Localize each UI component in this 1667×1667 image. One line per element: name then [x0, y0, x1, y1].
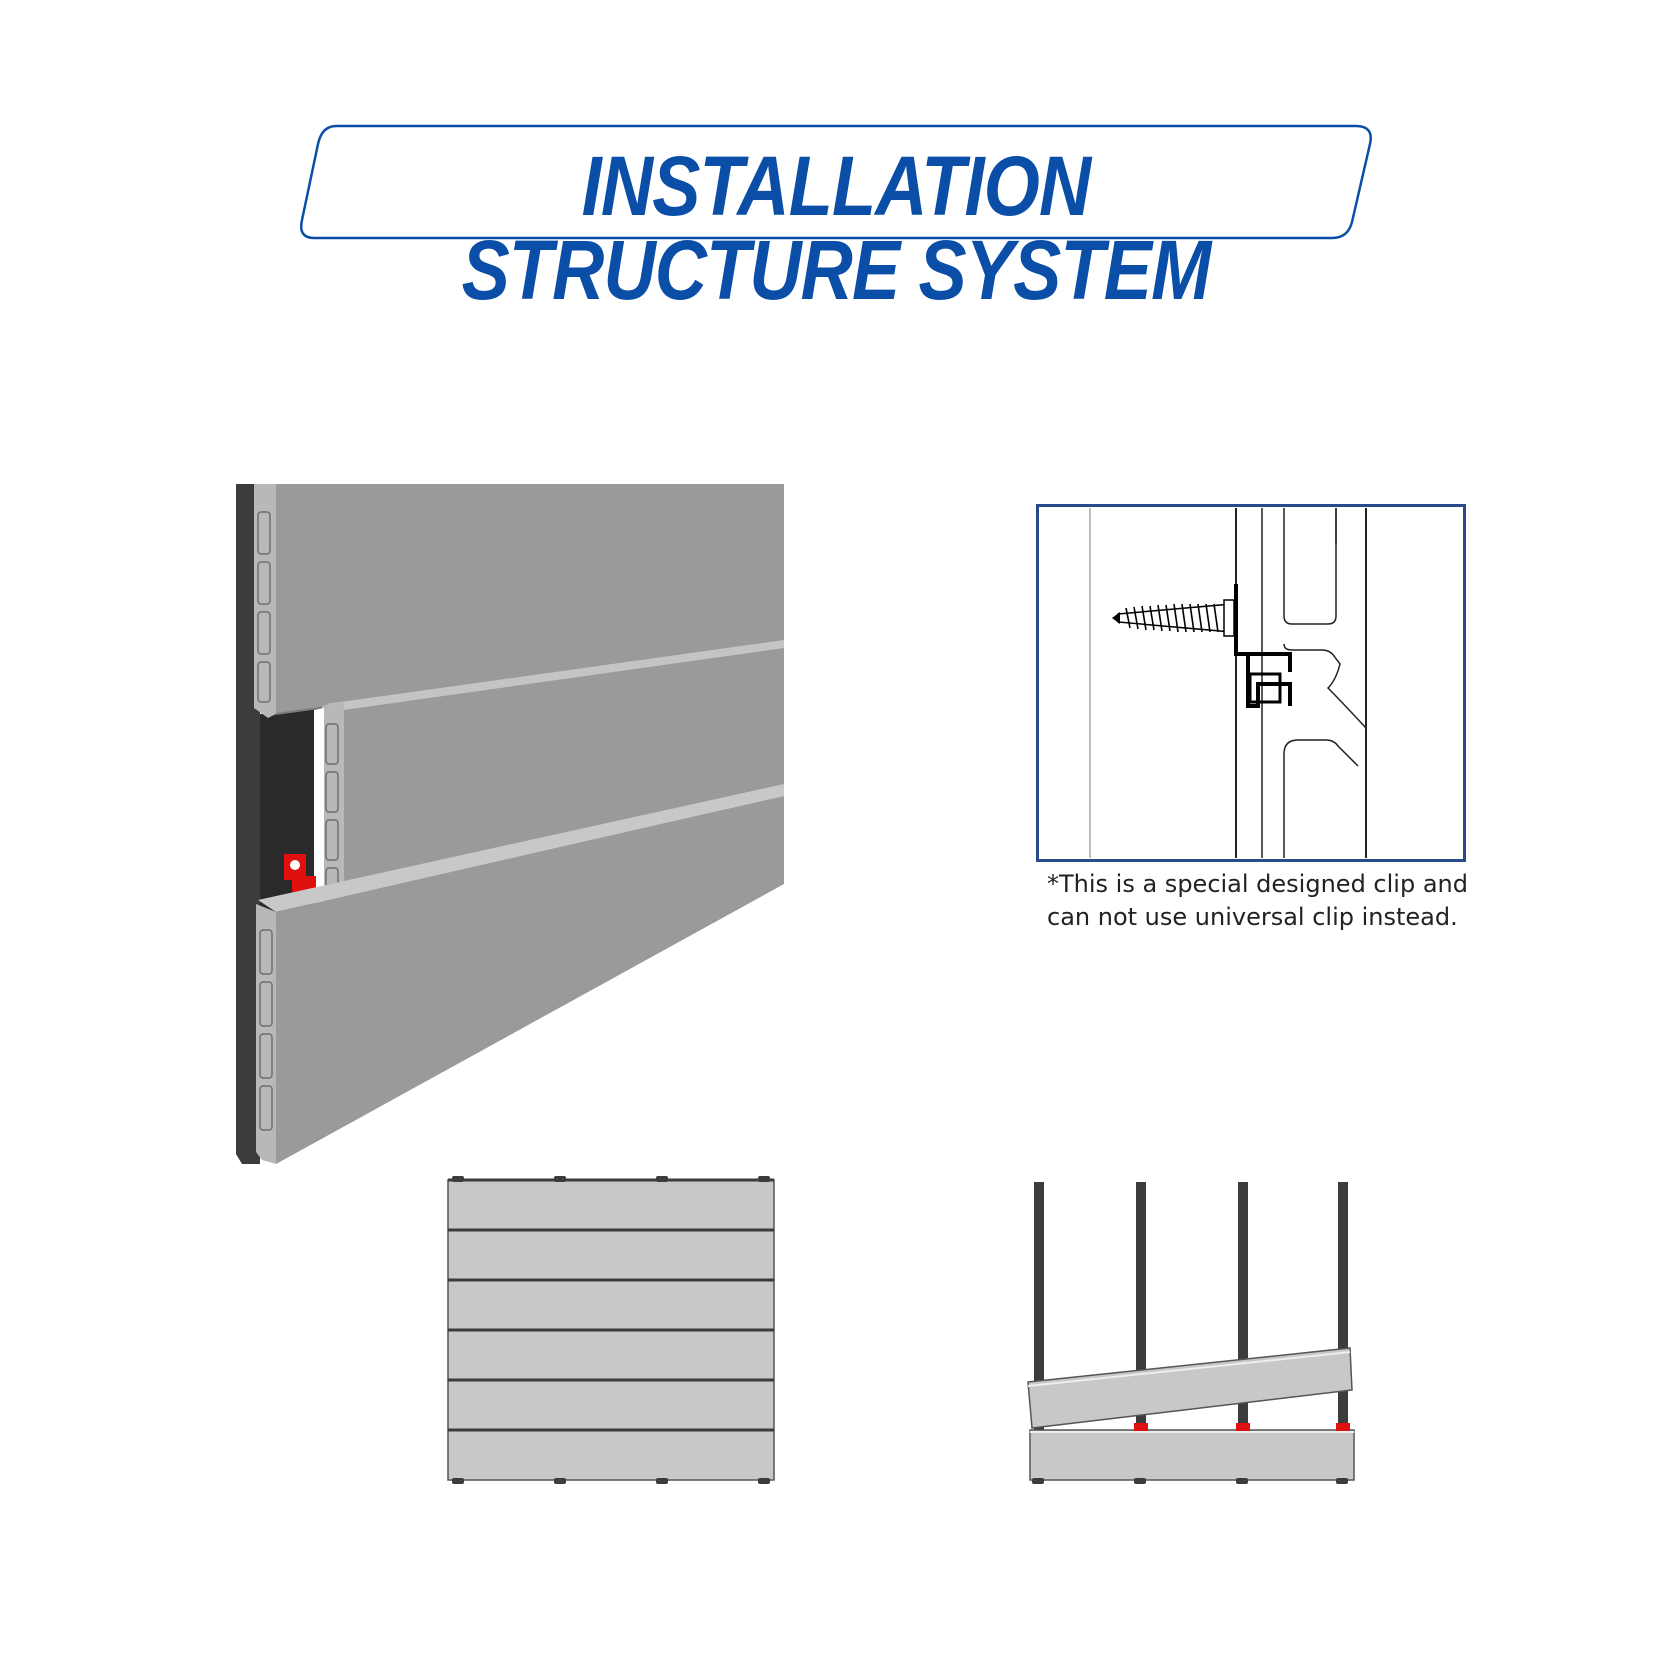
bottom-board — [1029, 1429, 1355, 1481]
joist-ends — [452, 1176, 770, 1484]
side-installation-view — [1027, 1182, 1355, 1484]
board-stack — [447, 1178, 775, 1481]
bottom-board-slots — [259, 929, 273, 1131]
board-profile — [1283, 508, 1367, 858]
joist-feet — [1032, 1478, 1348, 1484]
clip-note: *This is a special designed clip and can… — [1047, 868, 1507, 934]
top-board-slots — [257, 511, 271, 703]
tilted-board — [1027, 1347, 1353, 1429]
board-gap — [314, 708, 324, 914]
joists — [1034, 1182, 1348, 1482]
banner-frame — [300, 124, 1372, 240]
bottom-board-top — [258, 784, 784, 912]
page-title: INSTALLATION STRUCTURE SYSTEM — [461, 139, 1212, 317]
front-elevation-view — [447, 1176, 775, 1484]
note-line-2: can not use universal clip instead. — [1047, 903, 1458, 931]
middle-board-top — [326, 640, 784, 710]
clip-icon — [1234, 584, 1292, 708]
screw-icon — [1112, 599, 1235, 637]
middle-board-face — [344, 640, 784, 908]
clip-icon — [284, 854, 316, 892]
isometric-cladding-view — [236, 484, 785, 1164]
title-banner: INSTALLATION STRUCTURE SYSTEM — [296, 124, 1376, 312]
clip-detail-section — [1036, 504, 1466, 862]
top-board-face — [276, 484, 784, 714]
bottom-board-face — [276, 796, 784, 1164]
clip-icon — [1134, 1423, 1350, 1431]
note-line-1: *This is a special designed clip and — [1047, 870, 1468, 898]
